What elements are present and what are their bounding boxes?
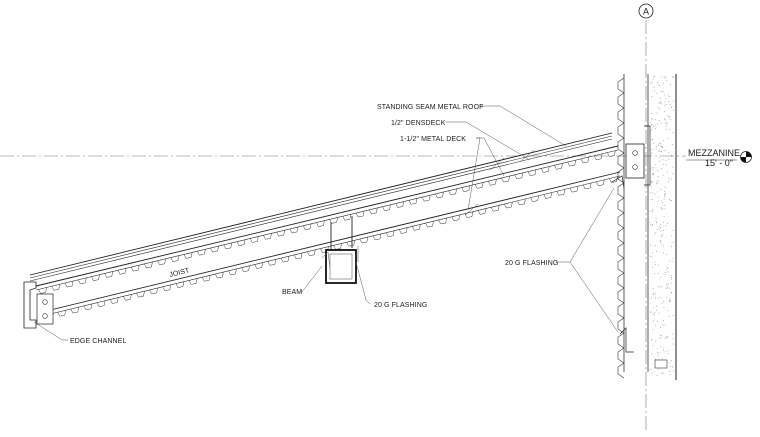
soffit-flutes — [44, 176, 618, 320]
level-elevation: 15' - 0" — [705, 158, 733, 168]
wall — [617, 74, 677, 380]
leaders — [33, 105, 619, 341]
leader-beam — [300, 265, 323, 293]
leader-densdeck — [446, 121, 531, 161]
label-edge-channel: EDGE CHANNEL — [70, 338, 126, 345]
grid-bubble — [638, 3, 654, 19]
label-beam: BEAM — [282, 289, 302, 296]
wall-panel-ribs — [617, 77, 625, 379]
deck-flutes — [38, 150, 616, 294]
annotations: STANDING SEAM METAL ROOF 1/2" DENSDECK 1… — [70, 104, 558, 345]
level-name: MEZZANINE — [688, 148, 740, 158]
grid-bubble-label: A — [643, 7, 649, 17]
label-flashing-wall: 20 G FLASHING — [505, 260, 558, 267]
leader-roof — [480, 105, 567, 147]
wall-hatch — [649, 75, 675, 377]
beam — [321, 216, 359, 284]
label-flashing-beam: 20 G FLASHING — [374, 302, 427, 309]
label-roof: STANDING SEAM METAL ROOF — [377, 104, 484, 111]
grid-line-a: A — [638, 3, 654, 432]
level-target-icon — [740, 151, 752, 163]
label-joist: JOIST — [169, 267, 191, 279]
roof-assembly — [29, 132, 621, 320]
wall-connection-plate — [625, 125, 651, 186]
wall-flashing — [611, 175, 634, 353]
leader-wall-flashing-upper — [556, 187, 615, 263]
leader-beam-flashing — [355, 261, 371, 305]
leader-metal-deck-2 — [467, 137, 481, 211]
label-densdeck: 1/2" DENSDECK — [391, 120, 446, 127]
edge-channel — [23, 281, 54, 329]
wall-base-clip — [654, 359, 668, 369]
label-metal-deck: 1-1/2" METAL DECK — [400, 136, 466, 143]
leader-wall-flashing-lower — [569, 261, 619, 333]
leader-edge-channel — [33, 321, 68, 341]
level-line: MEZZANINE 15' - 0" — [0, 148, 752, 168]
leader-metal-deck — [476, 137, 505, 177]
